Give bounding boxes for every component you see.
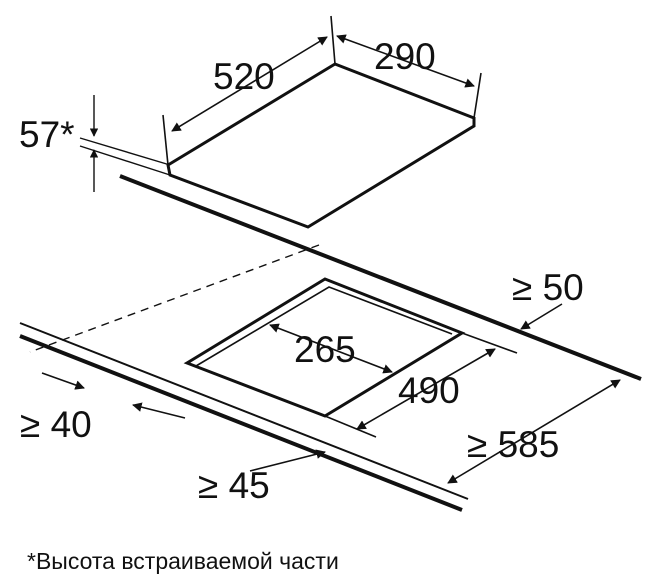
front-clearance-arrows (41, 372, 186, 419)
worktop-depth-label: ≥ 585 (467, 424, 559, 465)
worktop-edges (19, 174, 642, 512)
rear-clearance-label: ≥ 50 (512, 267, 584, 308)
cutout-width-label: 490 (398, 370, 460, 411)
worktop-depth-dimension (447, 379, 621, 484)
side-clearance-label: ≥ 45 (198, 465, 270, 506)
hob-depth-label: 290 (374, 36, 436, 77)
front-clearance-label: ≥ 40 (20, 404, 92, 445)
hob-depth-dimension (336, 34, 482, 119)
footnote: *Высота встраиваемой части (27, 548, 339, 574)
hob-height-label: 57* (19, 114, 75, 155)
cutout-width-dimension (324, 332, 518, 438)
rear-clearance-arrow (520, 303, 563, 330)
hob-width-label: 520 (213, 56, 275, 97)
side-clearance-arrows (249, 449, 326, 472)
hob-width-dimension (162, 15, 336, 166)
hob-height-dimension (79, 95, 171, 192)
cutout-depth-label: 265 (294, 329, 356, 370)
